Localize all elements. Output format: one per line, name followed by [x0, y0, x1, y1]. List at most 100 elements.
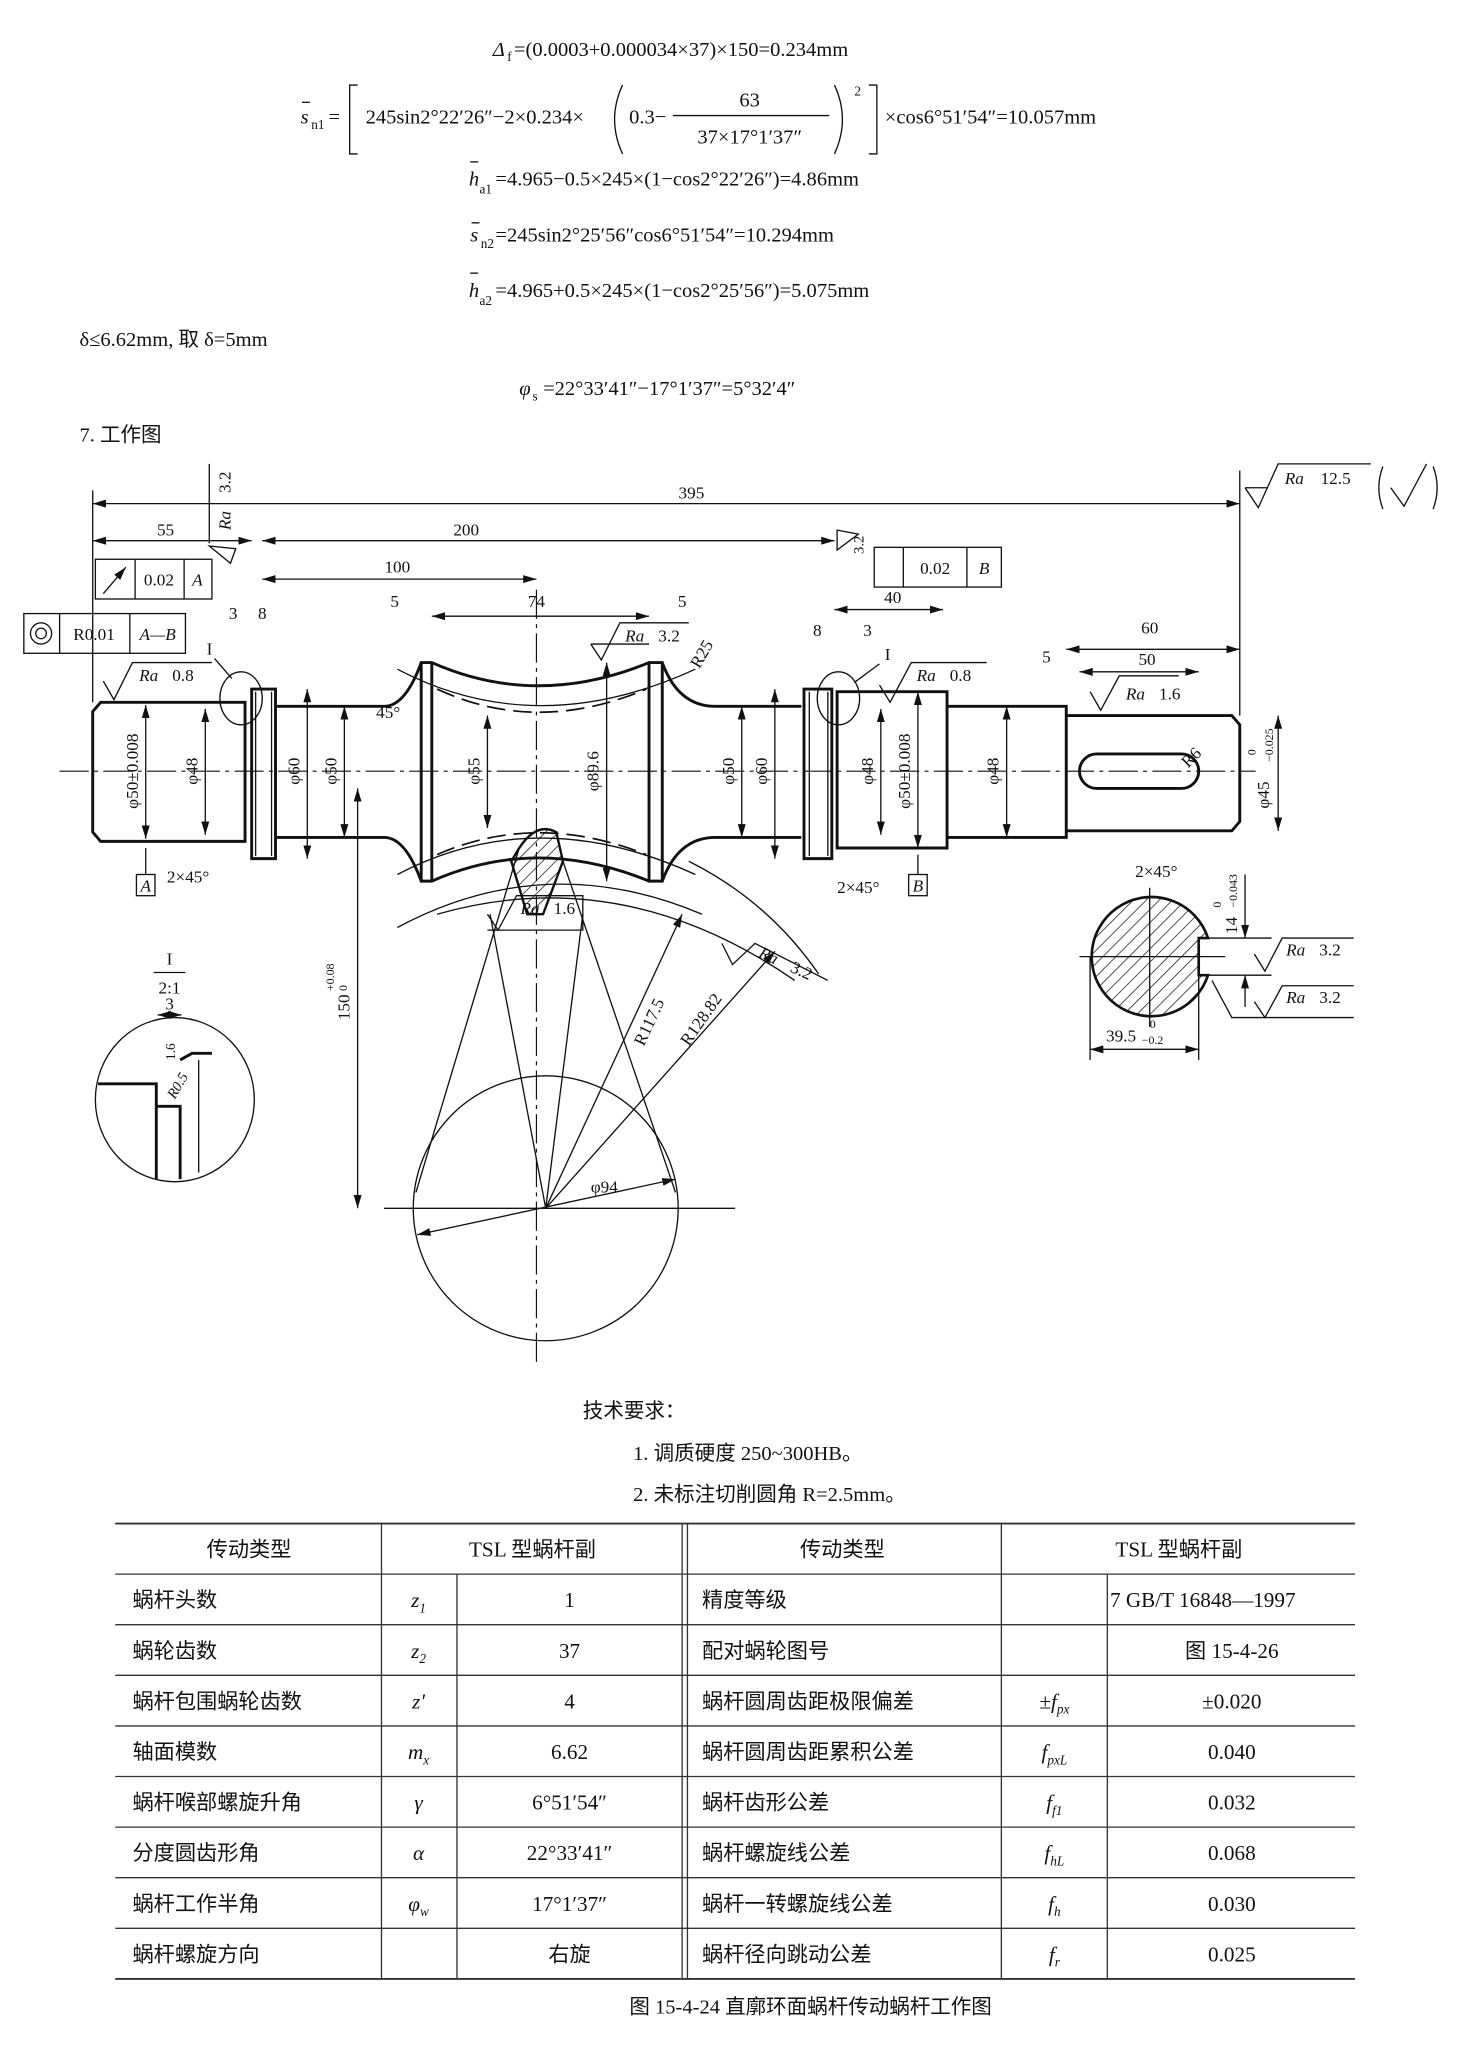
svg-text:=4.965−0.5×245×(1−cos2°22′26″): =4.965−0.5×245×(1−cos2°22′26″)=4.86mm: [495, 169, 859, 191]
svg-text:0.8: 0.8: [172, 666, 194, 685]
svg-text:R6: R6: [1178, 743, 1206, 771]
svg-text:φ89.6: φ89.6: [584, 751, 603, 791]
svg-text:5: 5: [678, 592, 687, 611]
param-symbol: fr: [1049, 1942, 1061, 1969]
param-name: 蜗杆包围蜗轮齿数: [132, 1689, 302, 1713]
param-name: 精度等级: [702, 1588, 787, 1612]
param-symbol: ff1: [1046, 1791, 1062, 1818]
param-name: 蜗杆圆周齿距累积公差: [702, 1740, 914, 1764]
svg-text:φ50±0.008: φ50±0.008: [123, 734, 142, 809]
detail-view-i: I 2:1 3 1.6 R0.5: [94, 950, 255, 1183]
svg-text:R0.01: R0.01: [73, 625, 115, 644]
svg-text:s: s: [301, 106, 309, 128]
svg-text:φ55: φ55: [464, 758, 483, 785]
svg-text:Δ: Δ: [492, 39, 505, 61]
param-symbol: mx: [408, 1740, 429, 1767]
svg-text:37×17°1′37″: 37×17°1′37″: [697, 126, 802, 148]
svg-text:φ45: φ45: [1254, 781, 1273, 808]
param-symbol: α: [413, 1841, 425, 1865]
svg-text:=4.965+0.5×245×(1−cos2°25′56″): =4.965+0.5×245×(1−cos2°25′56″)=5.075mm: [495, 280, 869, 302]
tooth-section: [509, 827, 565, 916]
formula-s-n1: s n1 = 245sin2°22′26″−2×0.234× 0.3− 63 3…: [301, 84, 1096, 155]
datum-a: A: [135, 848, 156, 897]
svg-text:s: s: [532, 388, 537, 403]
svg-text:φ50: φ50: [719, 758, 738, 785]
param-value: 0.040: [1208, 1740, 1256, 1764]
svg-text:R0.5: R0.5: [164, 1070, 192, 1102]
formula-delta-f: Δ f =(0.0003+0.000034×37)×150=0.234mm: [492, 39, 848, 64]
datum-b: B: [907, 854, 928, 897]
param-value: 图 15-4-26: [1185, 1639, 1279, 1663]
runout-icon: [102, 566, 127, 595]
svg-text:3.2: 3.2: [658, 626, 680, 645]
param-value: ±0.020: [1202, 1689, 1261, 1713]
param-value: 0.030: [1208, 1892, 1256, 1916]
param-value: 7 GB/T 16848—1997: [1110, 1588, 1296, 1612]
svg-text:0: 0: [1150, 1017, 1156, 1031]
formula-phi-s: φ s =22°33′41″−17°1′37″=5°32′4″: [519, 378, 795, 403]
svg-text:φ94: φ94: [591, 1177, 619, 1196]
svg-text:φ48: φ48: [182, 758, 201, 785]
svg-text:B: B: [913, 877, 924, 896]
param-symbol: γ: [414, 1791, 423, 1815]
svg-text:Ra: Ra: [1285, 940, 1305, 959]
table-header-cell: 传动类型: [800, 1538, 885, 1562]
svg-text:×cos6°51′54″=10.057mm: ×cos6°51′54″=10.057mm: [885, 106, 1096, 128]
formula-h-a2: h a2 =4.965+0.5×245×(1−cos2°25′56″)=5.07…: [469, 272, 869, 308]
svg-text:2×45°: 2×45°: [837, 878, 880, 897]
section-title: 7. 工作图: [79, 423, 161, 446]
concentricity-icon: [29, 622, 53, 645]
svg-text:200: 200: [453, 520, 479, 539]
formula-s-n2: s n2 =245sin2°25′56″cos6°51′54″=10.294mm: [470, 222, 834, 251]
param-name: 蜗杆螺旋线公差: [702, 1841, 850, 1865]
param-name: 轴面模数: [132, 1740, 217, 1764]
svg-text:1.6: 1.6: [1159, 685, 1181, 704]
param-value: 22°33′41″: [527, 1841, 613, 1865]
svg-text:150: 150: [335, 994, 354, 1020]
svg-text:39.5: 39.5: [1106, 1026, 1136, 1045]
param-value: 37: [559, 1639, 580, 1663]
param-value: 1: [564, 1588, 575, 1612]
svg-text:5: 5: [1042, 648, 1051, 667]
svg-text:74: 74: [528, 592, 546, 611]
svg-text:s: s: [470, 224, 478, 246]
detail-mark-right: I: [885, 645, 891, 664]
param-name: 蜗杆径向跳动公差: [702, 1942, 872, 1966]
param-value: 17°1′37″: [532, 1892, 607, 1916]
svg-text:φ60: φ60: [284, 758, 303, 785]
param-value: 4: [564, 1689, 575, 1713]
svg-text:n2: n2: [481, 236, 494, 251]
param-symbol: fhL: [1044, 1841, 1064, 1868]
technical-requirements: 技术要求： 1. 调质硬度 250~300HB。 2. 未标注切削圆角 R=2.…: [583, 1400, 906, 1506]
svg-text:63: 63: [739, 89, 760, 111]
runout-frame-right: 0.02 B: [873, 546, 1003, 588]
detail-circle-left: [219, 671, 263, 726]
param-value: 0.025: [1208, 1942, 1256, 1966]
param-symbol: fh: [1048, 1892, 1061, 1919]
keyway-slot: [1078, 752, 1201, 790]
svg-text:14: 14: [1222, 917, 1241, 935]
check-roughness-icon: [1378, 463, 1438, 510]
svg-text:2: 2: [854, 84, 861, 99]
svg-text:n1: n1: [311, 117, 324, 132]
param-name: 配对蜗轮图号: [702, 1639, 829, 1663]
param-symbol: z1: [410, 1588, 426, 1615]
svg-text:3.2: 3.2: [852, 536, 868, 554]
svg-text:2:1: 2:1: [159, 979, 181, 998]
svg-text:φ48: φ48: [984, 758, 1003, 785]
param-name: 分度圆齿形角: [132, 1841, 259, 1865]
svg-text:=(0.0003+0.000034×37)×150=0.23: =(0.0003+0.000034×37)×150=0.234mm: [514, 39, 848, 61]
formula-h-a1: h a1 =4.965−0.5×245×(1−cos2°22′26″)=4.86…: [469, 161, 859, 197]
svg-text:0: 0: [1210, 902, 1224, 908]
svg-text:φ60: φ60: [752, 758, 771, 785]
param-value: 6.62: [551, 1740, 588, 1764]
svg-text:φ48: φ48: [858, 758, 877, 785]
svg-text:−0.043: −0.043: [1226, 874, 1240, 908]
param-name: 蜗杆工作半角: [132, 1892, 259, 1916]
param-name: 蜗杆一转螺旋线公差: [702, 1892, 893, 1916]
svg-text:φ: φ: [519, 378, 530, 400]
svg-text:245sin2°22′26″−2×0.234×: 245sin2°22′26″−2×0.234×: [366, 106, 584, 128]
param-name: 蜗杆喉部螺旋升角: [132, 1791, 302, 1815]
